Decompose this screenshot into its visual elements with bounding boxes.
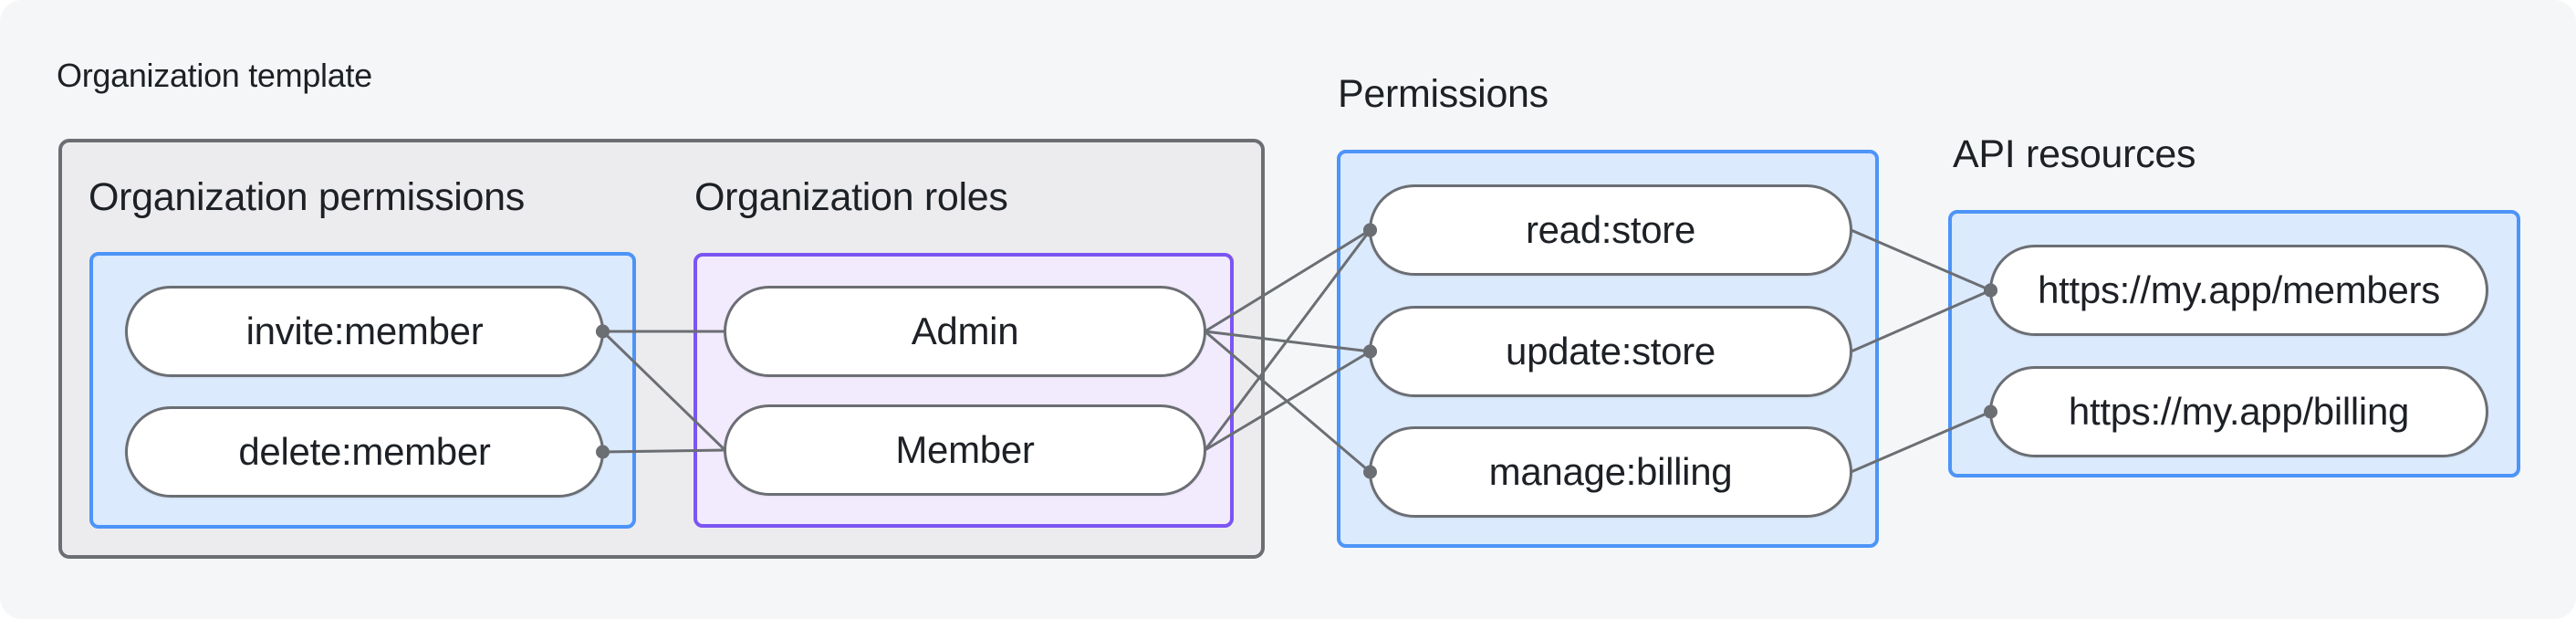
node-pill-admin: Admin xyxy=(724,286,1206,377)
node-pill-manage-billing: manage:billing xyxy=(1369,426,1852,518)
org-roles-label: Organization roles xyxy=(694,175,1008,219)
org-permissions-label: Organization permissions xyxy=(89,175,525,219)
org-template-label: Organization template xyxy=(57,57,372,94)
node-pill-update-store: update:store xyxy=(1369,306,1852,397)
api-resources-label: API resources xyxy=(1953,132,2196,176)
node-pill-members-api: https://my.app/members xyxy=(1989,245,2488,336)
node-pill-billing-api: https://my.app/billing xyxy=(1989,366,2488,457)
node-pill-member: Member xyxy=(724,404,1206,496)
permissions-label: Permissions xyxy=(1338,72,1549,116)
node-pill-invite-member: invite:member xyxy=(125,286,604,377)
node-pill-delete-member: delete:member xyxy=(125,406,604,498)
node-pill-read-store: read:store xyxy=(1369,184,1852,276)
